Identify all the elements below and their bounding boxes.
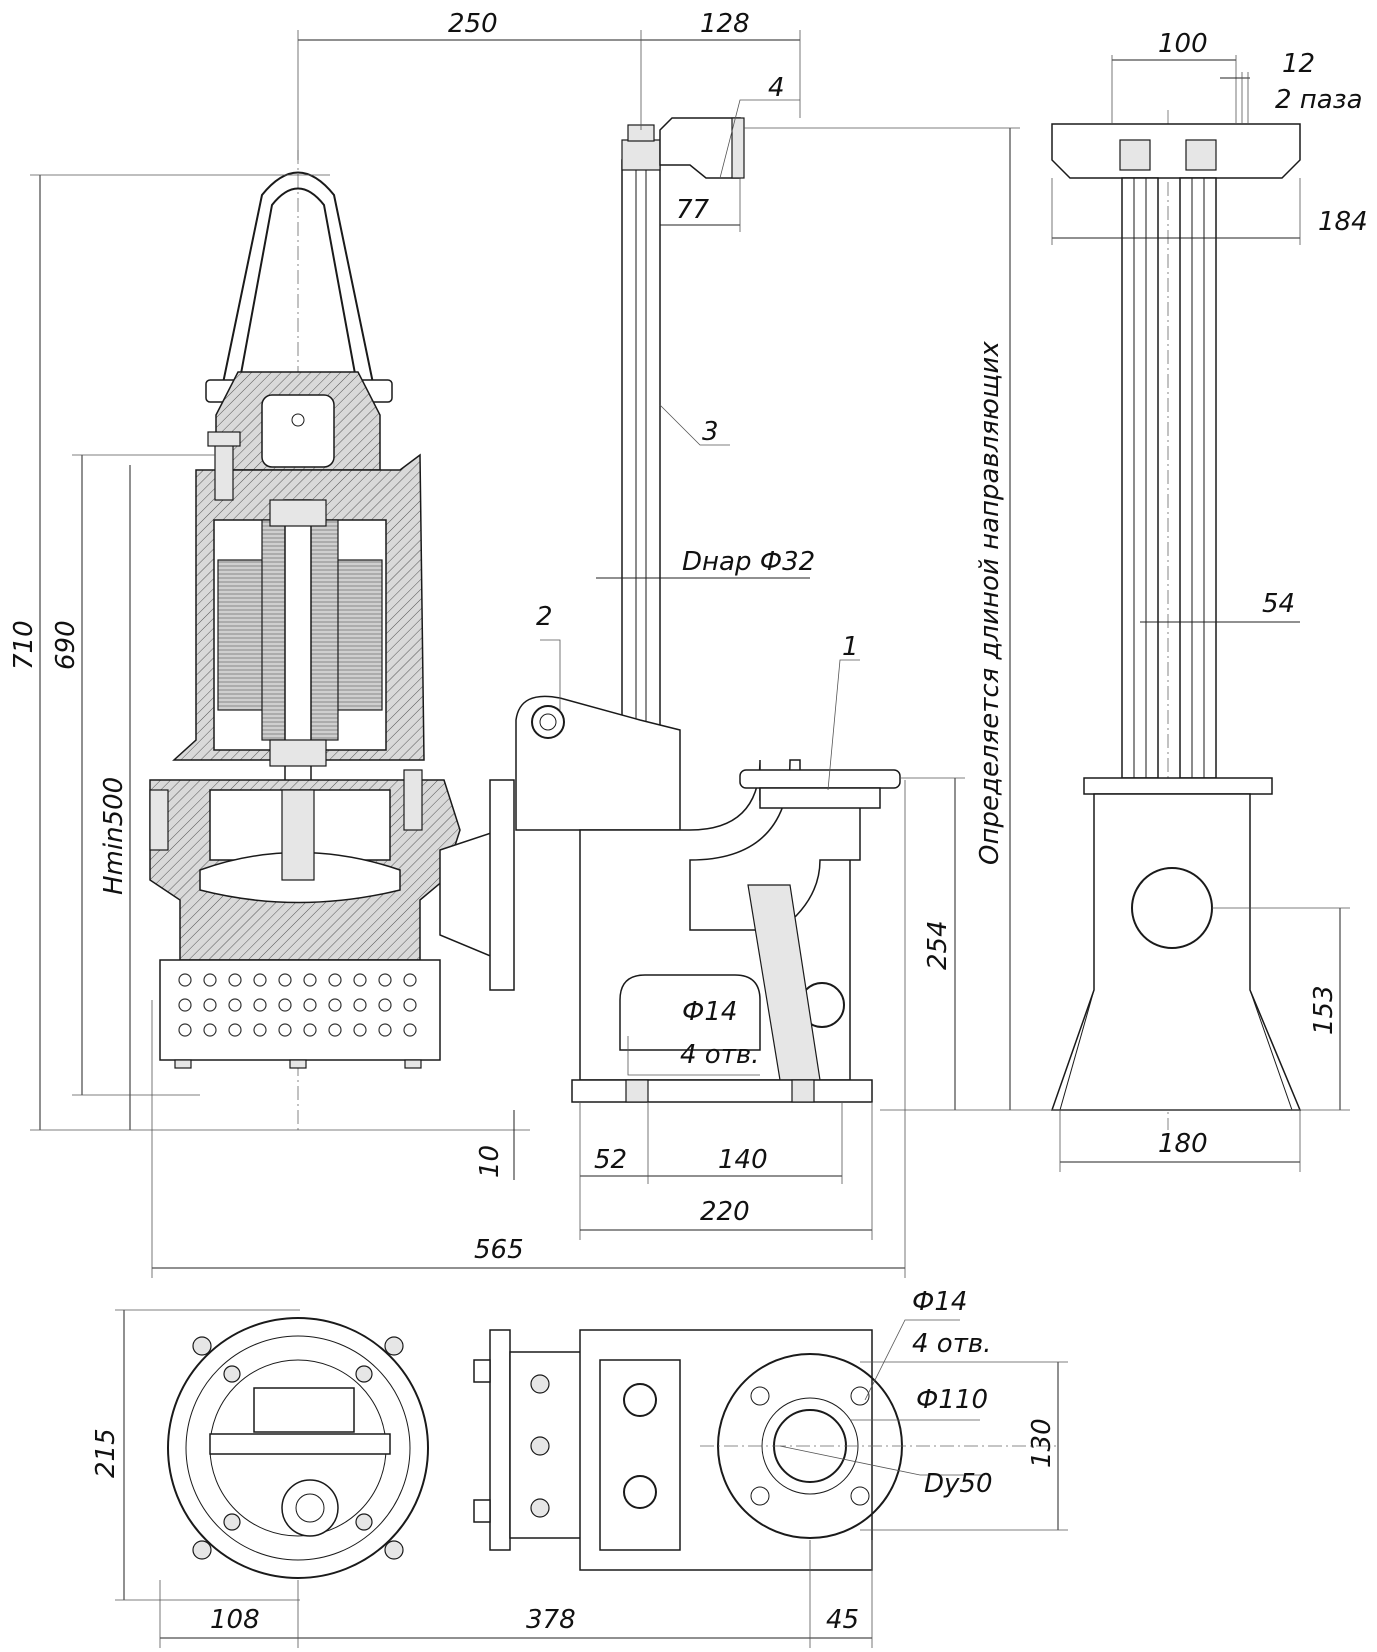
side-view — [1050, 110, 1302, 1130]
callout-1: 1 — [842, 632, 859, 662]
dim-215: 215 — [91, 1428, 121, 1478]
label-guide-length: Определяется длиной направляющих — [975, 341, 1005, 865]
label-outer-diameter: Dнар Ф32 — [682, 547, 815, 577]
label-hole-14: Ф14 — [682, 997, 737, 1027]
dim-180: 180 — [1158, 1129, 1208, 1159]
callout-3: 3 — [702, 417, 719, 447]
callout-4: 4 — [768, 73, 785, 103]
pump-section-view — [149, 150, 515, 1130]
dim-153: 153 — [1309, 985, 1339, 1035]
dimension-lines — [30, 30, 1350, 1648]
dim-254: 254 — [923, 920, 953, 970]
dim-77: 77 — [676, 195, 710, 225]
dim-378: 378 — [526, 1605, 576, 1635]
label-holes-4: 4 отв. — [680, 1040, 759, 1070]
dim-565: 565 — [474, 1235, 524, 1265]
dim-10: 10 — [475, 1145, 505, 1178]
dim-710: 710 — [9, 620, 39, 670]
dim-130: 130 — [1027, 1418, 1057, 1468]
base-elbow-view — [515, 117, 901, 1103]
label-dy50: Dy50 — [924, 1469, 993, 1499]
dim-54: 54 — [1262, 589, 1295, 619]
dim-128: 128 — [700, 9, 750, 39]
dim-100: 100 — [1158, 29, 1208, 59]
plan-view — [167, 1317, 1060, 1579]
dimension-labels: 250 128 100 12 2 паза 4 77 184 3 Dнар Ф3… — [9, 9, 1368, 1635]
label-dia-110: Ф110 — [916, 1385, 988, 1415]
label-hole-14-plan: Ф14 — [912, 1287, 967, 1317]
dim-184: 184 — [1318, 207, 1368, 237]
strainer-holes — [178, 973, 417, 1037]
dim-52: 52 — [594, 1145, 627, 1175]
label-slots: 2 паза — [1275, 85, 1363, 115]
dim-690: 690 — [51, 620, 81, 670]
callout-2: 2 — [536, 602, 553, 632]
dim-220: 220 — [700, 1197, 750, 1227]
dim-140: 140 — [718, 1145, 768, 1175]
dim-12: 12 — [1282, 49, 1315, 79]
dim-45: 45 — [826, 1605, 859, 1635]
dim-250: 250 — [448, 9, 498, 39]
label-holes-4-plan: 4 отв. — [912, 1329, 991, 1359]
dim-108: 108 — [210, 1605, 260, 1635]
label-hmin: Hmin500 — [99, 777, 129, 895]
